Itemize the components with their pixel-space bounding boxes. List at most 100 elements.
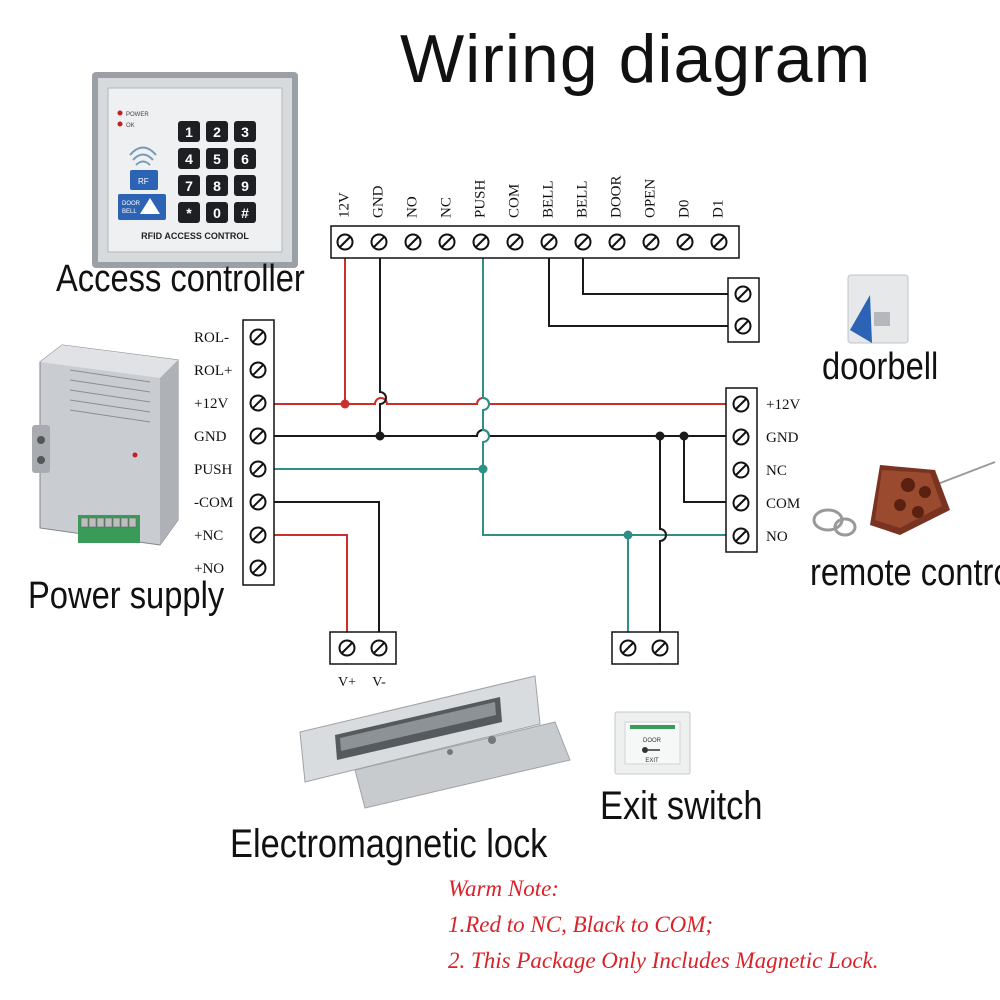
keypad-key: 2 [206,121,228,142]
terminal-label: GND [370,185,386,218]
doorbell-device [847,274,909,344]
terminal-label: OPEN [642,179,658,218]
terminal-screw [472,233,490,251]
svg-text:2: 2 [213,124,221,140]
svg-text:1: 1 [185,124,193,140]
terminal-label: COM [766,496,800,512]
terminal-screw [370,639,388,657]
terminal-screw [249,526,267,544]
page-title: Wiring diagram [400,21,872,97]
terminal-screw [249,361,267,379]
warm-note-line2: 2. This Package Only Includes Magnetic L… [448,948,879,973]
terminal-screw [732,494,750,512]
terminal-screw [608,233,626,251]
terminal-label: ROL+ [194,363,232,379]
terminal-screw [734,285,752,303]
doorbell-button-line2: BELL [122,209,137,215]
doorbell-terminal-block [727,277,760,343]
terminal-screw [642,233,660,251]
exit-button-line1: DOOR [643,738,662,744]
keypad-key: 8 [206,175,228,196]
doorbell-label: doorbell [822,346,939,388]
terminal-screw [540,233,558,251]
terminal-label: +12V [194,396,228,412]
terminal-label: NO [404,196,420,218]
warm-note-heading: Warm Note: [448,876,559,901]
ok-led-label: OK [126,123,135,129]
wire-doorbell-2 [582,258,728,295]
terminal-label: ROL- [194,330,229,346]
terminal-screw [676,233,694,251]
electromagnetic-lock-device [299,675,571,809]
terminal-screw [249,394,267,412]
exit-switch-terminal-block [611,631,679,665]
wire-black-com-lock [274,501,380,648]
svg-text:6: 6 [241,151,249,167]
terminal-label: D0 [676,200,692,218]
keypad-key: 0 [206,202,228,223]
lock-terminal-block: V+V- [329,631,397,690]
access-controller-label: Access controller [56,258,305,300]
terminal-screw [732,395,750,413]
wire-black-exit [659,436,667,648]
terminal-screw [732,428,750,446]
terminal-label: BELL [574,181,590,219]
exit-switch-device: DOOR EXIT [614,711,691,775]
svg-text:9: 9 [241,178,249,194]
rf-badge: RF [138,177,149,186]
remote-control-fob [812,461,996,537]
keypad-key: # [234,202,256,223]
wire-black-com [683,436,728,503]
bell-icon [140,198,160,214]
wires [274,258,728,648]
terminal-screw [438,233,456,251]
terminal-screw [249,427,267,445]
wire-doorbell-1 [548,258,728,327]
remote-control-label: remote control [810,552,1000,594]
terminal-label: NC [766,463,787,479]
terminal-screw [710,233,728,251]
power-supply-label: Power supply [28,575,225,617]
terminal-screw [651,639,669,657]
keypad-key: 5 [206,148,228,169]
terminal-screw [249,559,267,577]
terminal-screw [574,233,592,251]
terminal-label: +12V [766,397,800,413]
terminal-screw [732,461,750,479]
power-supply-unit [32,344,179,546]
exit-button-line2: EXIT [645,758,659,764]
terminal-label: V- [372,675,386,690]
terminal-screw [249,460,267,478]
terminal-label: DOOR [608,175,624,218]
keypad-key: * [178,202,200,223]
terminal-label: +NC [194,528,223,544]
terminal-screw [734,317,752,335]
electromagnetic-lock-label: Electromagnetic lock [230,822,548,866]
terminal-screw [370,233,388,251]
terminal-label: NO [766,529,788,545]
svg-text:#: # [241,205,249,221]
junction-dots [340,399,689,540]
key-icon [642,747,648,753]
terminal-label: PUSH [194,462,233,478]
keypad-key: 3 [234,121,256,142]
svg-text:4: 4 [185,151,193,167]
power-led-label: POWER [126,112,149,118]
wire-red-12v [274,258,728,405]
terminal-screw [338,639,356,657]
keypad-key: 4 [178,148,200,169]
terminal-label: D1 [710,200,726,218]
keypad-key: 6 [234,148,256,169]
svg-text:3: 3 [241,124,249,140]
terminal-label: PUSH [472,179,488,218]
wire-red-nc [274,534,348,648]
terminal-screw [249,328,267,346]
svg-text:7: 7 [185,178,193,194]
terminal-label: BELL [540,181,556,219]
terminal-label: NC [438,197,454,218]
